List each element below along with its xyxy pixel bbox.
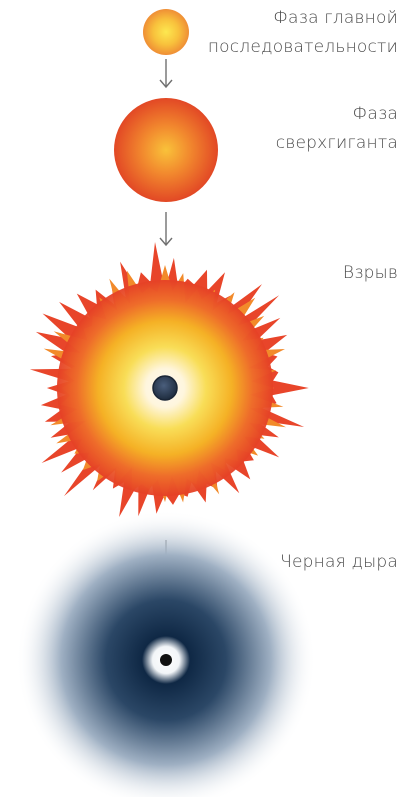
label-black-hole-line-1: Черная дыра [280, 552, 398, 572]
label-main-sequence-line-2: последовательности [207, 37, 398, 57]
label-supergiant: Фаза сверхгиганта [276, 100, 398, 158]
black-hole-core [160, 654, 172, 666]
arrow-1 [159, 59, 173, 89]
supergiant-star [114, 98, 218, 202]
arrow-2 [159, 212, 173, 247]
label-supergiant-line-2: сверхгиганта [275, 133, 398, 153]
label-black-hole: Черная дыра [280, 548, 398, 577]
label-main-sequence: Фаза главной последовательности [208, 4, 398, 62]
stellar-remnant-core [152, 375, 178, 401]
main-sequence-star [143, 9, 189, 55]
label-supergiant-line-1: Фаза [352, 104, 398, 124]
label-explosion: Взрыв [343, 259, 398, 288]
black-hole-halo [16, 510, 316, 797]
label-explosion-line-1: Взрыв [342, 263, 398, 283]
label-main-sequence-line-1: Фаза главной [273, 8, 398, 28]
